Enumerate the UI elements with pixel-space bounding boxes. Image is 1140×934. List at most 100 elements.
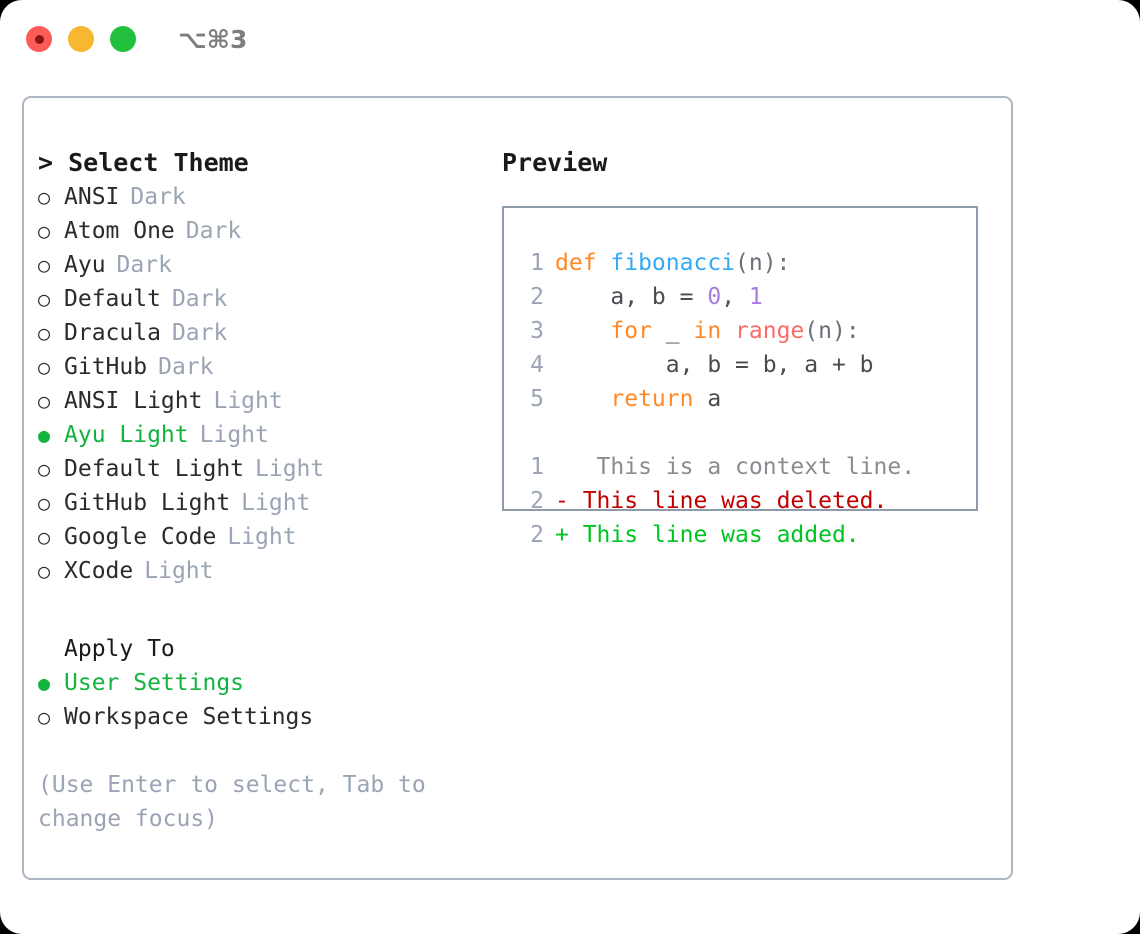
code-token: return [555, 386, 708, 412]
code-token: (n): [735, 250, 791, 276]
theme-name-label: Ayu [64, 252, 106, 278]
maximize-button-icon[interactable] [110, 26, 136, 52]
code-token: a, b = b, a + b [555, 352, 874, 378]
radio-unselected-icon[interactable]: ○ [38, 321, 51, 345]
diff-text: This line was added. [568, 522, 860, 548]
diff-text: This is a context line. [568, 454, 916, 480]
radio-selected-icon[interactable]: ● [38, 671, 51, 695]
theme-variant-label: Dark [185, 218, 242, 244]
code-line: 3 for _ in range(n): [518, 314, 915, 348]
apply-to-heading: ○ Apply To [38, 632, 494, 666]
code-line: 2 a, b = 0, 1 [518, 280, 915, 314]
line-number: 2 [530, 284, 544, 310]
line-number: 2 [530, 488, 544, 514]
code-token: range [735, 318, 805, 344]
code-text: return a [555, 382, 721, 416]
spacer-2 [38, 734, 494, 768]
radio-unselected-icon[interactable]: ○ [38, 705, 51, 729]
theme-name-label: Google Code [64, 524, 217, 550]
code-line: 4 a, b = b, a + b [518, 348, 915, 382]
apply-to-label: Apply To [64, 636, 175, 662]
radio-unselected-icon[interactable]: ○ [38, 185, 51, 209]
apply-to-item[interactable]: ● User Settings [38, 666, 494, 700]
theme-variant-label: Dark [171, 320, 228, 346]
code-blank-line [518, 416, 915, 450]
theme-list-item[interactable]: ○ Default Dark [38, 282, 494, 316]
radio-unselected-icon[interactable]: ○ [38, 491, 51, 515]
theme-name-label: GitHub [64, 354, 148, 380]
diff-marker: + [555, 522, 569, 548]
right-pane: Preview [502, 146, 1002, 180]
radio-unselected-icon[interactable]: ○ [38, 219, 51, 243]
diff-line: 2+ This line was added. [518, 518, 915, 552]
window-controls [26, 26, 136, 52]
code-text: a, b = 0, 1 [555, 280, 763, 314]
theme-variant-label: Dark [171, 286, 228, 312]
select-theme-heading: > Select Theme [38, 148, 249, 177]
diff-line: 2- This line was deleted. [518, 484, 915, 518]
line-number: 1 [530, 454, 544, 480]
diff-line: 1 This is a context line. [518, 450, 915, 484]
close-button-icon[interactable] [26, 26, 52, 52]
code-token: 0 [707, 284, 722, 310]
radio-unselected-icon[interactable]: ○ [38, 559, 51, 583]
theme-variant-label: Light [255, 456, 325, 482]
spacer [38, 588, 494, 632]
code-token: for [555, 318, 666, 344]
code-token: 1 [748, 284, 763, 310]
radio-unselected-icon[interactable]: ○ [38, 253, 51, 277]
theme-variant-label: Dark [116, 252, 172, 278]
minimize-button-icon[interactable] [68, 26, 94, 52]
radio-selected-icon[interactable]: ● [38, 423, 51, 447]
theme-variant-label: Light [227, 524, 297, 550]
theme-variant-label: Light [213, 388, 283, 414]
apply-to-item[interactable]: ○Workspace Settings [38, 700, 494, 734]
theme-name-label: Default Light [64, 456, 245, 482]
code-token: _ [665, 318, 694, 344]
theme-variant-label: Dark [158, 354, 214, 380]
diff-marker [555, 450, 569, 484]
line-number: 3 [530, 318, 544, 344]
theme-list-item[interactable]: ○ GitHub Light Light [38, 486, 494, 520]
apply-to-item-label: User Settings [64, 670, 245, 696]
heading-bullet-placeholder: ○ [38, 632, 64, 666]
radio-unselected-icon[interactable]: ○ [38, 457, 51, 481]
apply-to-list[interactable]: ● User Settings ○Workspace Settings [38, 666, 494, 734]
diff-text: This line was deleted. [568, 488, 888, 514]
code-token: a [707, 386, 722, 412]
radio-unselected-icon[interactable]: ○ [38, 355, 51, 379]
theme-list-item[interactable]: ○ GitHub Dark [38, 350, 494, 384]
code-text: for _ in range(n): [555, 314, 860, 348]
radio-unselected-icon[interactable]: ○ [38, 389, 51, 413]
code-token: fibonacci [610, 250, 736, 276]
theme-name-label: Default [64, 286, 161, 312]
theme-name-label: GitHub Light [64, 490, 231, 516]
line-number: 5 [530, 386, 544, 412]
theme-variant-label: Light [241, 490, 311, 516]
code-text: a, b = b, a + b [555, 348, 874, 382]
keyboard-shortcut-label: ⌥⌘3 [178, 24, 248, 54]
close-inner-dot [34, 34, 44, 44]
code-token: (n): [804, 318, 860, 344]
theme-list-item[interactable]: ○ Ayu Dark [38, 248, 494, 282]
code-token: , [721, 284, 749, 310]
radio-unselected-icon[interactable]: ○ [38, 287, 51, 311]
code-token: in [693, 318, 736, 344]
theme-list-item[interactable]: ○ Google Code Light [38, 520, 494, 554]
theme-list-item[interactable]: ○ Default Light Light [38, 452, 494, 486]
theme-name-label: ANSI [64, 184, 120, 210]
radio-unselected-icon[interactable]: ○ [38, 525, 51, 549]
code-line: 5 return a [518, 382, 915, 416]
title-bar: ⌥⌘3 [0, 0, 1140, 78]
theme-variant-label: Light [144, 558, 214, 584]
line-number: 1 [530, 250, 544, 276]
